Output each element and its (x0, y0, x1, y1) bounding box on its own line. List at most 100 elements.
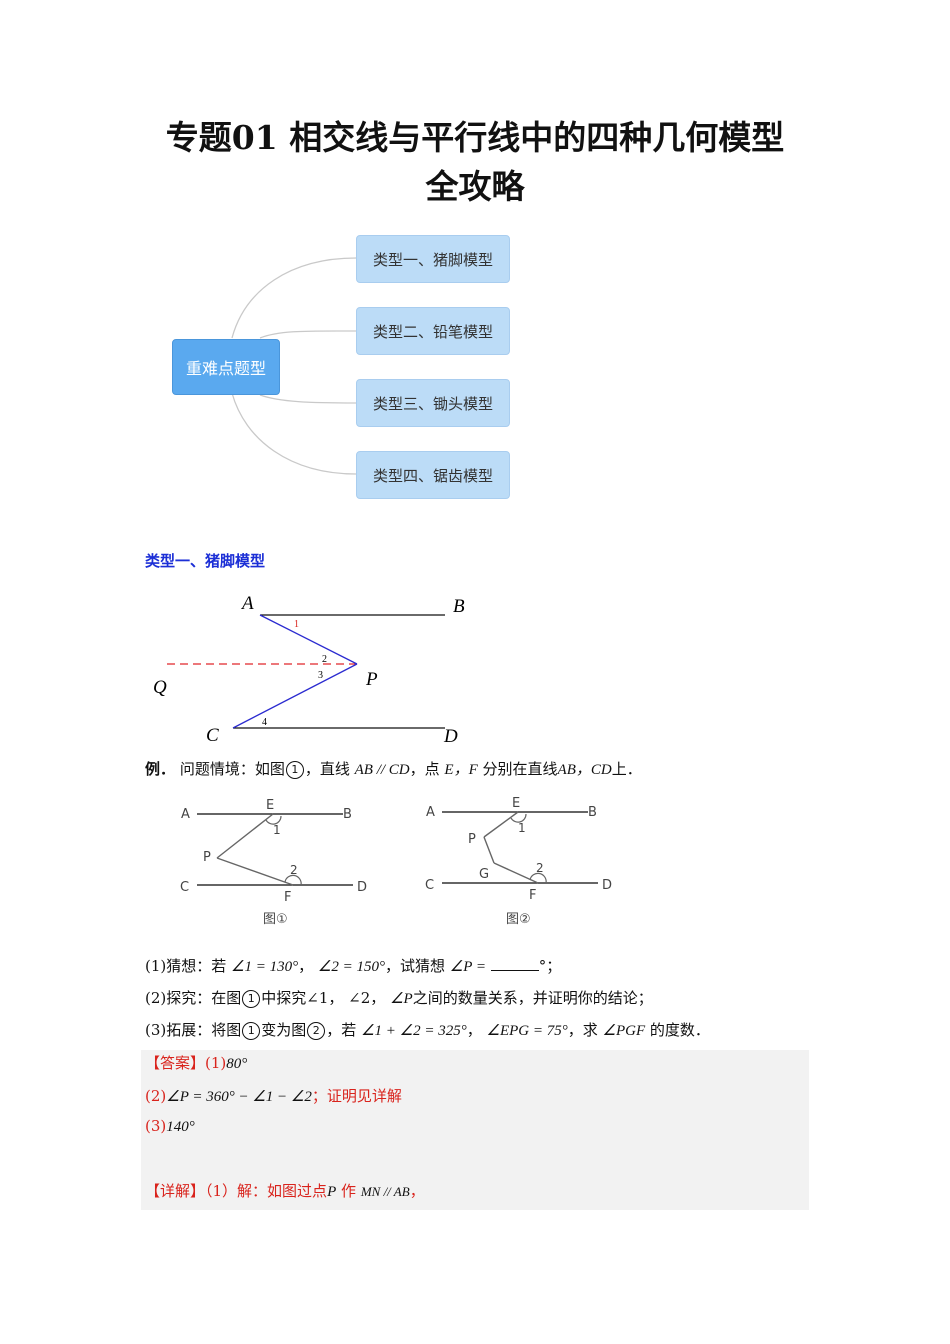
figure-1: A E B 1 P 2 C F D 图① (180, 798, 367, 927)
label-c: C (206, 725, 219, 746)
q2-text: ∠2， (348, 989, 386, 1007)
section-heading: 类型一、猪脚模型 (145, 552, 266, 570)
example-prefix: 例 (145, 760, 161, 778)
example-relation: AB // CD (354, 762, 410, 778)
answer-3-value: 140° (166, 1119, 195, 1135)
mindmap-node-type3: 类型三、锄头模型 (356, 379, 510, 427)
figure-mark-2: 2 (307, 1022, 326, 1040)
q3-angle-sum: ∠1 + ∠2 = 325° (361, 1023, 467, 1039)
fig2-segment-pg (483, 836, 495, 864)
mindmap-root-label: 重难点题型 (185, 359, 266, 378)
mindmap-node-label: 类型二、铅笔模型 (372, 322, 493, 341)
fig2-angle-2-arc (529, 872, 547, 884)
detail-text: ， (409, 1182, 425, 1200)
q1-angle1: ∠1 = 130° (231, 959, 299, 975)
q3-text: 的度数． (649, 1021, 710, 1039)
fig2-label-angle2: 2 (536, 861, 544, 875)
fig1-angle-2-arc (284, 874, 302, 886)
q2-angle-p: ∠P (390, 991, 413, 1007)
answer-detail: 【详解】（1）解：如图过点P 作 MN // AB， (145, 1180, 425, 1201)
q3-text: ， (466, 1021, 482, 1039)
detail-point-p: P (327, 1184, 337, 1200)
fig1-label-a: A (181, 807, 190, 822)
fig1-angle-1-arc (265, 815, 282, 825)
q2-text: 中探究∠1， (261, 989, 344, 1007)
detail-text: （1）解：如图过点 (205, 1182, 328, 1200)
page-title: 专题01 相交线与平行线中的四种几何模型 (165, 118, 785, 157)
fig2-label-b: B (588, 805, 597, 820)
answer-2-note: ；证明见详解 (311, 1087, 402, 1105)
mindmap-node-label: 类型三、锄头模型 (372, 394, 493, 413)
fig1-label-angle2: 2 (290, 863, 298, 877)
fig2-label-p: P (468, 832, 476, 847)
q2-text: 之间的数量关系，并证明你的结论； (412, 989, 653, 1007)
q3-text: ，若 (326, 1021, 357, 1039)
fig1-label-angle1: 1 (273, 823, 281, 837)
label-b: B (453, 596, 465, 617)
fig1-label-b: B (343, 807, 352, 822)
fig2-angle-1-arc (510, 813, 527, 823)
q3-angle-epg: ∠EPG = 75° (486, 1023, 568, 1039)
segment-ap (259, 614, 358, 665)
fig1-segment-pf (216, 857, 294, 886)
q2-text: (2)探究：在图 (145, 989, 242, 1007)
segment-pc (232, 663, 358, 729)
fig1-label-e: E (266, 798, 274, 813)
q3-angle-pgf: ∠PGF (602, 1023, 646, 1039)
q1-angle-p: ∠P = (449, 959, 486, 975)
answer-1-value: 80° (226, 1056, 248, 1072)
detail-text: 作 (341, 1182, 357, 1200)
fig2-label-g: G (479, 867, 489, 882)
answer-2: (2)∠P = 360° − ∠1 − ∠2；证明见详解 (145, 1085, 402, 1106)
example-points: E，F (444, 762, 478, 778)
example-lines: AB，CD (557, 762, 612, 778)
q1-angle2: ∠2 = 150° (317, 959, 385, 975)
example-text: 分别在直线 (482, 760, 558, 778)
q3-text: (3)拓展：将图 (145, 1021, 242, 1039)
mindmap-node-label: 类型一、猪脚模型 (372, 250, 493, 269)
angle-3-label: 3 (318, 670, 323, 681)
angle-2-label: 2 (322, 654, 327, 665)
fig2-label-a: A (426, 805, 435, 820)
pig-foot-model-figure: A B Q P C D 1 2 3 4 (153, 593, 465, 747)
answer-label: (2) (145, 1087, 167, 1105)
fig2-label-f: F (529, 888, 536, 903)
fig2-label-e: E (512, 796, 520, 811)
q1-text: (1)猜想：若 (145, 957, 227, 975)
angle-4-label: 4 (262, 717, 267, 728)
q1-text: ， (298, 957, 314, 975)
fig2-caption: 图② (506, 912, 531, 927)
mindmap-node-type1: 类型一、猪脚模型 (356, 235, 510, 283)
mindmap-node-label: 类型四、锯齿模型 (372, 466, 493, 485)
detail-tag: 【详解】 (145, 1182, 206, 1200)
answer-1: 【答案】(1)80° (145, 1052, 247, 1073)
question-1: (1)猜想：若 ∠1 = 130°， ∠2 = 150°，试猜想 ∠P = °； (145, 955, 561, 976)
example-text: ，直线 (304, 760, 350, 778)
angle-1-label: 1 (294, 619, 299, 630)
fig2-label-d: D (602, 878, 612, 893)
page-title-line2: 全攻略 (425, 167, 525, 206)
mindmap-node-type2: 类型二、铅笔模型 (356, 307, 510, 355)
figure-mark-1: 1 (285, 761, 304, 779)
fig2-label-angle1: 1 (518, 821, 526, 835)
fig1-label-c: C (180, 880, 189, 895)
fig1-label-d: D (357, 880, 367, 895)
fig2-segment-ep (483, 811, 519, 838)
fig1-segment-ep (216, 813, 274, 859)
figure-2: A E B 1 P G 2 C F D 图② (425, 796, 612, 927)
fig2-segment-gf (493, 862, 539, 884)
example-text: ，点 (409, 760, 440, 778)
example-text: 问题情境：如图 (179, 760, 285, 778)
q1-text: °； (538, 957, 562, 975)
q3-text: 变为图 (261, 1021, 307, 1039)
answer-label: (3) (145, 1117, 167, 1135)
detail-relation: MN // AB (360, 1184, 410, 1199)
answer-3: (3)140° (145, 1117, 195, 1136)
q3-text: ，求 (567, 1021, 598, 1039)
label-d: D (443, 726, 458, 747)
q1-text: ，试猜想 (384, 957, 445, 975)
answer-label: (1) (205, 1054, 227, 1072)
